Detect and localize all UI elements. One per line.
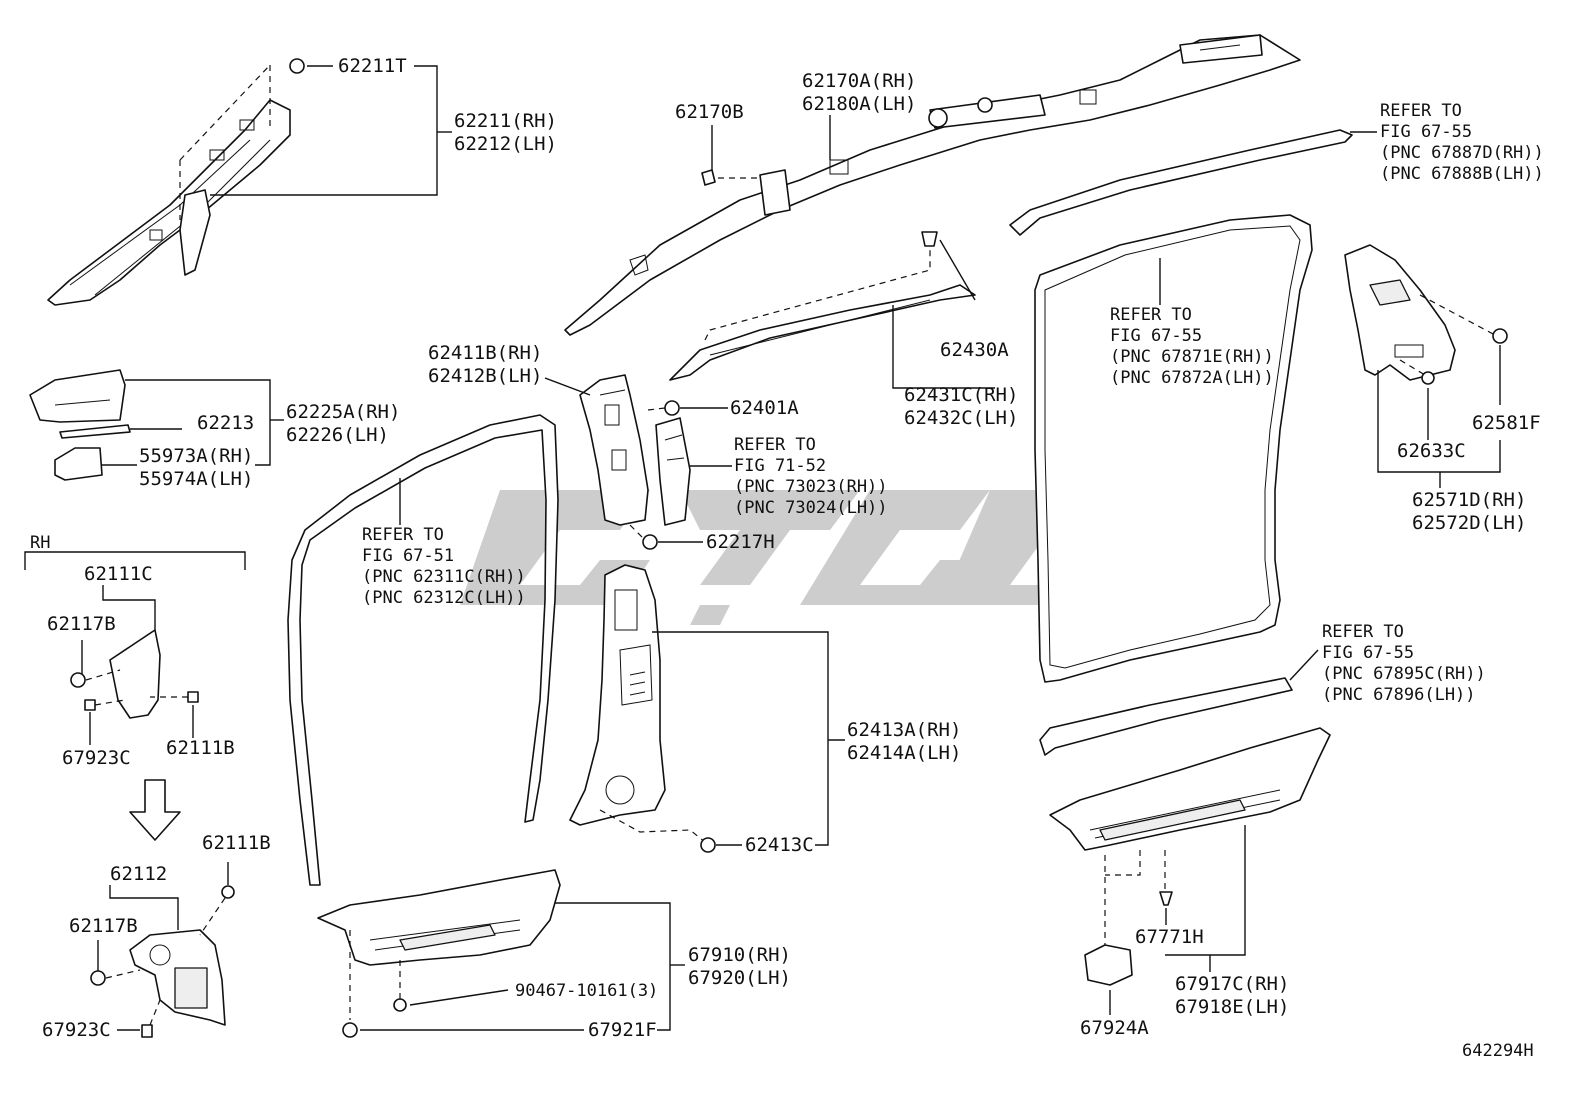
rear-step-weatherstrip [1039,649,1319,756]
quarter-garnish-62571D [1344,244,1508,488]
svg-text:(PNC 73023(RH)): (PNC 73023(RH)) [734,477,888,497]
rear-scuff-plate-67917C [1049,727,1331,1015]
scuff-plate-67910 [317,869,685,1038]
svg-text:(PNC 62312C(LH)): (PNC 62312C(LH)) [362,588,526,608]
svg-text:(PNC 67895C(RH)): (PNC 67895C(RH)) [1322,664,1486,684]
label-62572D: 62572D(LH) [1412,512,1526,534]
label-67771H: 67771H [1135,926,1204,948]
label-62111B-b: 62111B [202,832,271,854]
rh-group [24,551,246,841]
label-62411B: 62411B(RH) [428,342,542,364]
svg-text:(PNC 67888B(LH)): (PNC 67888B(LH)) [1380,164,1544,184]
label-62117B-b: 62117B [69,915,138,937]
pillar-garnish-62211 [47,58,452,306]
label-62412B: 62412B(LH) [428,365,542,387]
cowl-trim-62112 [90,862,235,1038]
label-62431C: 62431C(RH) [904,384,1018,406]
roof-side-rail-62431C [669,231,995,389]
svg-text:(PNC 67872A(LH)): (PNC 67872A(LH)) [1110,368,1274,388]
label-62413A: 62413A(RH) [847,719,961,741]
svg-text:FIG 67-55: FIG 67-55 [1322,643,1414,663]
door-opening-weatherstrip [1034,214,1313,683]
ref-1: REFER TO FIG 67-55 (PNC 67887D(RH)) (PNC… [1380,101,1544,184]
label-62430A: 62430A [940,339,1009,361]
svg-text:(PNC 67896(LH)): (PNC 67896(LH)) [1322,685,1476,705]
front-door-weatherstrip [287,414,559,886]
ref-3: REFER TO FIG 71-52 (PNC 73023(RH)) (PNC … [734,435,888,518]
label-62117B-a: 62117B [47,613,116,635]
roof-weatherstrip [1009,129,1377,236]
svg-text:REFER TO: REFER TO [362,525,444,545]
ref-5: REFER TO FIG 67-55 (PNC 67895C(RH)) (PNC… [1322,622,1486,705]
label-62432C: 62432C(LH) [904,407,1018,429]
trim-62225A [29,369,284,481]
pillar-garnish-62411B [544,374,732,550]
label-62111B-a: 62111B [166,737,235,759]
label-67921F: 67921F [588,1019,657,1041]
label-55974A: 55974A(LH) [139,468,253,490]
svg-text:REFER TO: REFER TO [1110,305,1192,325]
label-62571D: 62571D(RH) [1412,489,1526,511]
label-62413C: 62413C [745,834,814,856]
label-62633C: 62633C [1397,440,1466,462]
label-90467: 90467-10161(3) [515,981,658,1001]
label-62401A: 62401A [730,397,799,419]
label-67923C-b: 67923C [42,1019,111,1041]
label-67920: 67920(LH) [688,967,791,989]
label-62581F: 62581F [1472,412,1541,434]
label-62112: 62112 [110,863,167,885]
svg-text:REFER TO: REFER TO [734,435,816,455]
svg-text:(PNC 67871E(RH)): (PNC 67871E(RH)) [1110,347,1274,367]
svg-text:FIG 71-52: FIG 71-52 [734,456,826,476]
label-55973A: 55973A(RH) [139,445,253,467]
svg-text:FIG 67-51: FIG 67-51 [362,546,454,566]
label-62225A: 62225A(RH) [286,401,400,423]
label-62414A: 62414A(LH) [847,742,961,764]
label-62111C: 62111C [84,563,153,585]
label-62211: 62211(RH) [454,110,557,132]
svg-text:(PNC 67887D(RH)): (PNC 67887D(RH)) [1380,143,1544,163]
svg-text:REFER TO: REFER TO [1380,101,1462,121]
svg-text:FIG 67-55: FIG 67-55 [1110,326,1202,346]
label-67910: 67910(RH) [688,944,791,966]
ref-4: REFER TO FIG 67-51 (PNC 62311C(RH)) (PNC… [362,525,526,608]
label-62180A: 62180A(LH) [802,93,916,115]
label-67917C: 67917C(RH) [1175,973,1289,995]
label-62170B: 62170B [675,101,744,123]
label-62213: 62213 [197,412,254,434]
label-62170A: 62170A(RH) [802,70,916,92]
label-62226: 62226(LH) [286,424,389,446]
svg-text:(PNC 73024(LH)): (PNC 73024(LH)) [734,498,888,518]
curtain-airbag-62170A [564,34,1301,336]
label-62217H: 62217H [706,531,775,553]
pillar-garnish-62413A [569,564,845,853]
label-62212: 62212(LH) [454,133,557,155]
label-67918E: 67918E(LH) [1175,996,1289,1018]
ref-2: REFER TO FIG 67-55 (PNC 67871E(RH)) (PNC… [1110,305,1274,388]
label-62211T: 62211T [338,55,407,77]
svg-text:(PNC 62311C(RH)): (PNC 62311C(RH)) [362,567,526,587]
label-rh: RH [30,533,50,553]
figure-id: 642294H [1462,1041,1534,1061]
svg-text:FIG 67-55: FIG 67-55 [1380,122,1472,142]
svg-text:REFER TO: REFER TO [1322,622,1404,642]
label-67924A: 67924A [1080,1017,1149,1039]
label-67923C-a: 67923C [62,747,131,769]
